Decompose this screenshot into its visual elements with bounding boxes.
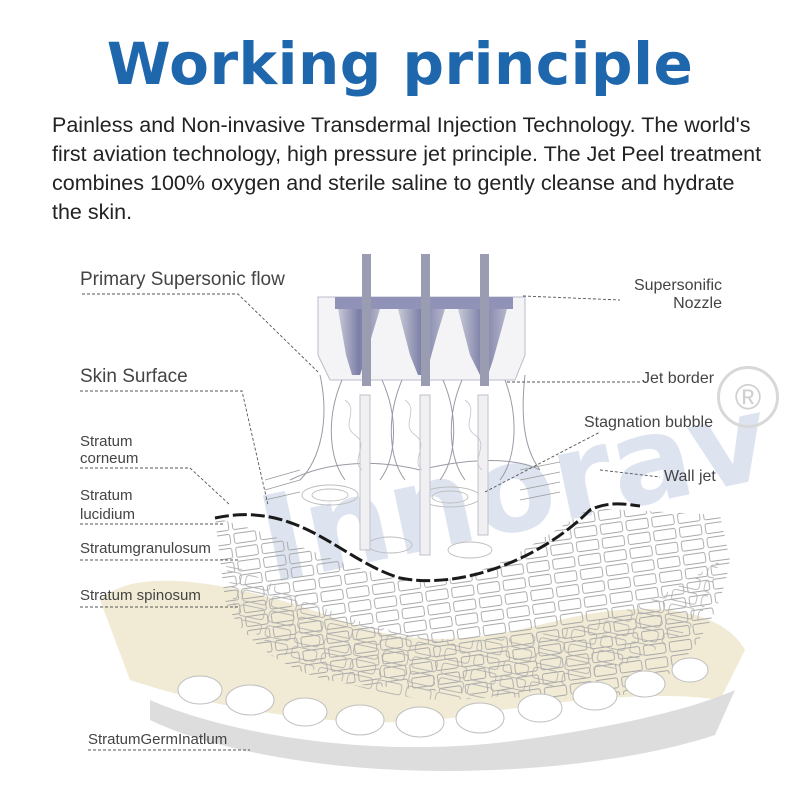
diagram-illustration: Innorav <box>80 254 781 771</box>
label-stratum-germinatium: StratumGermInatlum <box>88 731 228 748</box>
label-nozzle-line1: Supersonific <box>633 277 722 294</box>
leader-lines <box>80 293 661 751</box>
label-stratum-corneum-line2: corneum <box>80 450 139 467</box>
label-nozzle-line2: Nozzle <box>673 295 722 312</box>
label-stratum-granulosum: Stratumgranulosum <box>80 540 211 557</box>
intro-paragraph: Painless and Non-invasive Transdermal In… <box>52 113 762 224</box>
label-stratum-lucidium-line2: lucidium <box>80 506 136 523</box>
label-jet-border: Jet border <box>642 370 715 387</box>
label-primary-supersonic-flow: Primary Supersonic flow <box>80 269 285 290</box>
page-title: Working principle <box>106 30 694 98</box>
label-wall-jet: Wall jet <box>664 468 716 485</box>
label-stratum-spinosum: Stratum spinosum <box>80 587 201 604</box>
registered-mark: ® <box>717 366 779 428</box>
label-skin-surface: Skin Surface <box>80 366 188 387</box>
jet-nozzle-assembly <box>289 254 541 556</box>
label-stratum-corneum-line1: Stratum <box>80 433 133 450</box>
label-stratum-lucidium-line1: Stratum <box>80 487 133 504</box>
label-stagnation-bubble: Stagnation bubble <box>584 414 713 431</box>
skin-layers <box>177 461 730 738</box>
jet-peel-diagram: Innorav <box>0 240 800 796</box>
